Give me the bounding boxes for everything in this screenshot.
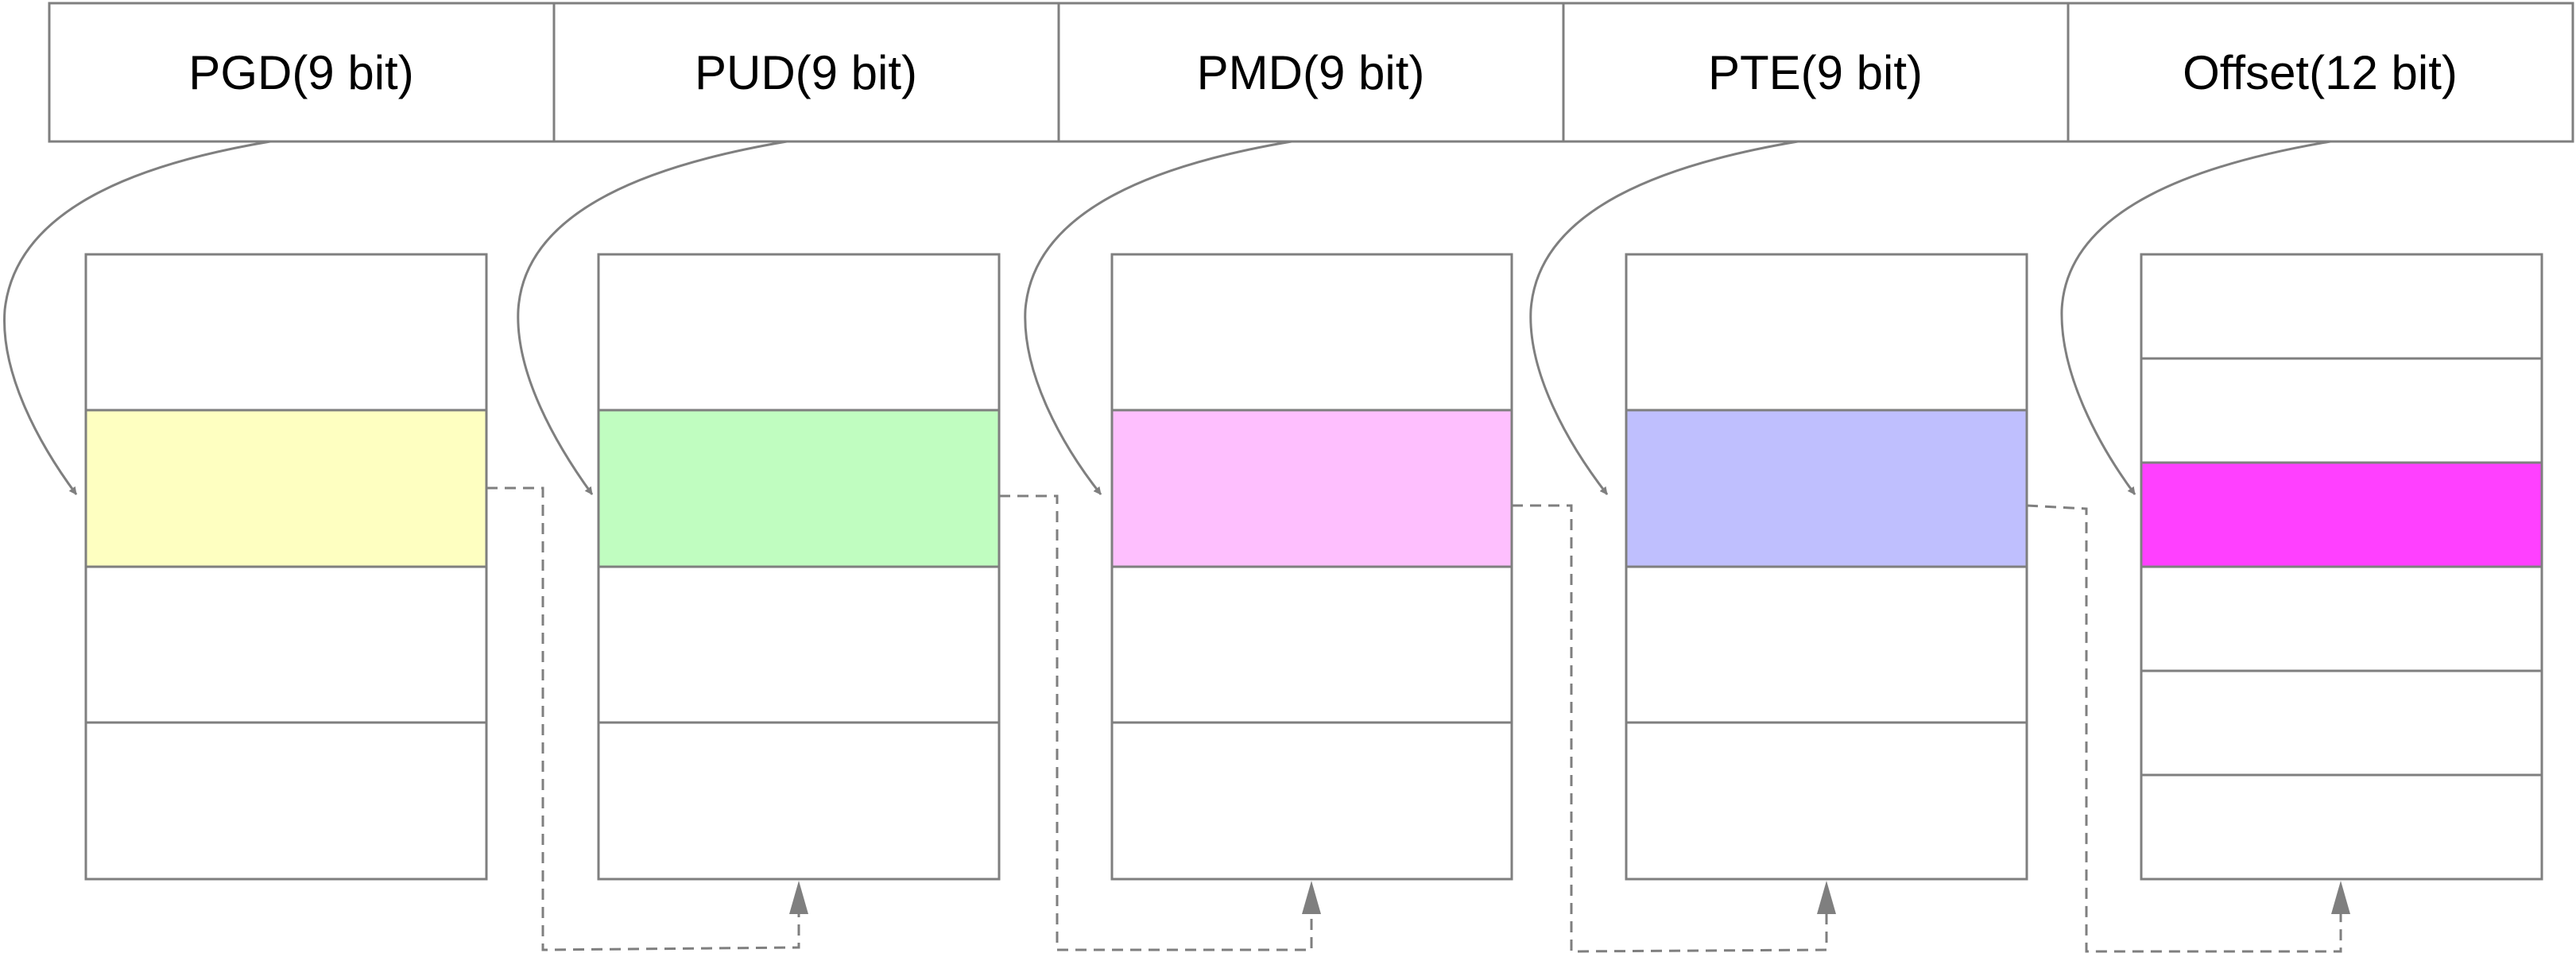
field-pud-label: PUD(9 bit) bbox=[695, 46, 917, 99]
page-table-row bbox=[2140, 565, 2543, 672]
pgd-table-frame bbox=[84, 253, 488, 881]
pte-base-arrowhead bbox=[1817, 881, 1836, 914]
pud-to-pmd-link bbox=[999, 494, 1313, 951]
page-table-row bbox=[2140, 773, 2543, 881]
pte-index-arrow bbox=[1529, 140, 1799, 495]
address-field-row: PGD(9 bit) PUD(9 bit) PMD(9 bit) PTE(9 b… bbox=[48, 2, 2574, 143]
field-pgd: PGD(9 bit) bbox=[48, 2, 556, 143]
pte-table-frame bbox=[1625, 253, 2028, 881]
pud-base-arrowhead bbox=[789, 881, 808, 914]
pgd-to-pud-link bbox=[486, 486, 800, 951]
page-table-frame bbox=[2140, 253, 2543, 881]
pud-table bbox=[597, 253, 1001, 881]
field-pte: PTE(9 bit) bbox=[1562, 2, 2070, 143]
pmd-table-row bbox=[1110, 253, 1513, 412]
offset-index-arrow bbox=[2060, 140, 2331, 495]
field-offset: Offset(12 bit) bbox=[2067, 2, 2574, 143]
field-pmd-label: PMD(9 bit) bbox=[1197, 46, 1425, 99]
pmd-table-frame bbox=[1110, 253, 1513, 881]
pud-table-row-selected bbox=[597, 409, 1001, 568]
pte-table-row bbox=[1625, 565, 2028, 724]
pgd-table-row bbox=[84, 721, 488, 881]
page-base-arrowhead bbox=[2331, 881, 2350, 914]
field-pud-box bbox=[552, 2, 1060, 143]
field-pgd-label: PGD(9 bit) bbox=[188, 46, 413, 99]
pmd-table bbox=[1110, 253, 1513, 881]
pte-table-row-selected bbox=[1625, 409, 2028, 568]
pmd-base-arrowhead bbox=[1302, 881, 1321, 914]
field-pmd-box bbox=[1057, 2, 1565, 143]
pud-table-row bbox=[597, 565, 1001, 724]
page-table-row bbox=[2140, 357, 2543, 464]
field-offset-label: Offset(12 bit) bbox=[2183, 46, 2458, 99]
field-pte-box bbox=[1562, 2, 2070, 143]
pmd-table-row bbox=[1110, 721, 1513, 881]
pte-table-row bbox=[1625, 253, 2028, 412]
pud-index-arrow bbox=[517, 140, 788, 495]
field-pte-label: PTE(9 bit) bbox=[1708, 46, 1923, 99]
page-table-row bbox=[2140, 669, 2543, 777]
pte-to-page-link bbox=[2026, 504, 2342, 953]
field-pmd: PMD(9 bit) bbox=[1057, 2, 1565, 143]
pgd-table-row-selected bbox=[84, 409, 488, 568]
page-table bbox=[2140, 253, 2543, 881]
page-table-row bbox=[2140, 253, 2543, 360]
field-pud: PUD(9 bit) bbox=[552, 2, 1060, 143]
page-table-row-selected bbox=[2140, 461, 2543, 568]
field-offset-box bbox=[2067, 2, 2574, 143]
index-arrows bbox=[3, 140, 2331, 495]
pte-table bbox=[1625, 253, 2028, 881]
pud-table-row bbox=[597, 721, 1001, 881]
pgd-index-arrow bbox=[3, 140, 271, 495]
field-pgd-box bbox=[48, 2, 556, 143]
pmd-to-pte-link bbox=[1512, 504, 1828, 953]
pgd-table bbox=[84, 253, 488, 881]
pmd-table-row-selected bbox=[1110, 409, 1513, 568]
pte-table-row bbox=[1625, 721, 2028, 881]
pud-table-row bbox=[597, 253, 1001, 412]
pmd-index-arrow bbox=[1024, 140, 1292, 495]
base-address-links bbox=[486, 486, 2350, 953]
pgd-table-row bbox=[84, 253, 488, 412]
pud-table-frame bbox=[597, 253, 1001, 881]
pmd-table-row bbox=[1110, 565, 1513, 724]
pgd-table-row bbox=[84, 565, 488, 724]
